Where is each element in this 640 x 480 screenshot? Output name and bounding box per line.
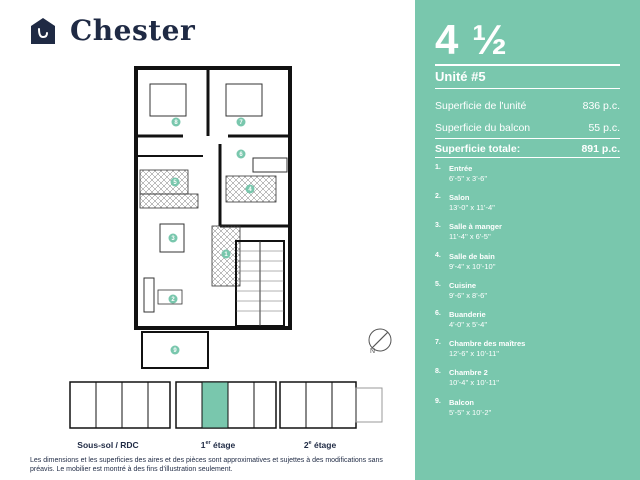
house-logo-icon [31, 17, 55, 44]
mini-plan-second-floor [279, 381, 383, 429]
room-marker-9: 9 [173, 348, 177, 354]
room-markers [168, 117, 255, 355]
area-row-total: Superficie totale:891 p.c. [435, 143, 620, 155]
mini-plan-basement [69, 381, 171, 429]
mini-plan-first-floor [175, 381, 277, 429]
room-marker-2: 2 [171, 297, 175, 303]
room-marker-5: 5 [173, 180, 177, 186]
room-marker-7: 7 [239, 120, 243, 126]
compass-letter: N [370, 348, 375, 355]
room-marker-8: 8 [174, 120, 178, 126]
floor-plan: 1 2 3 4 5 6 7 8 9 [134, 66, 292, 369]
divider [435, 157, 620, 158]
unit-type: 4 ½ [435, 16, 509, 63]
floor-plan-panel: Chester [30, 14, 392, 473]
brand: Chester [30, 14, 195, 47]
divider [435, 88, 620, 89]
floor-label-second: 2e étage [303, 440, 337, 450]
room-marker-4: 4 [248, 187, 252, 193]
disclaimer: Les dimensions et les superficies des ai… [30, 457, 383, 473]
compass-icon: N [368, 328, 392, 355]
floor-label-first: 1er étage [200, 440, 236, 450]
room-marker-6: 6 [239, 152, 243, 158]
unit-name: Unité #5 [435, 69, 486, 84]
divider [435, 138, 620, 139]
brand-name: Chester [70, 14, 196, 47]
room-marker-3: 3 [171, 236, 175, 242]
room-marker-1: 1 [224, 252, 228, 258]
divider [435, 64, 620, 66]
floor-label-basement: Sous-sol / RDC [77, 440, 139, 450]
